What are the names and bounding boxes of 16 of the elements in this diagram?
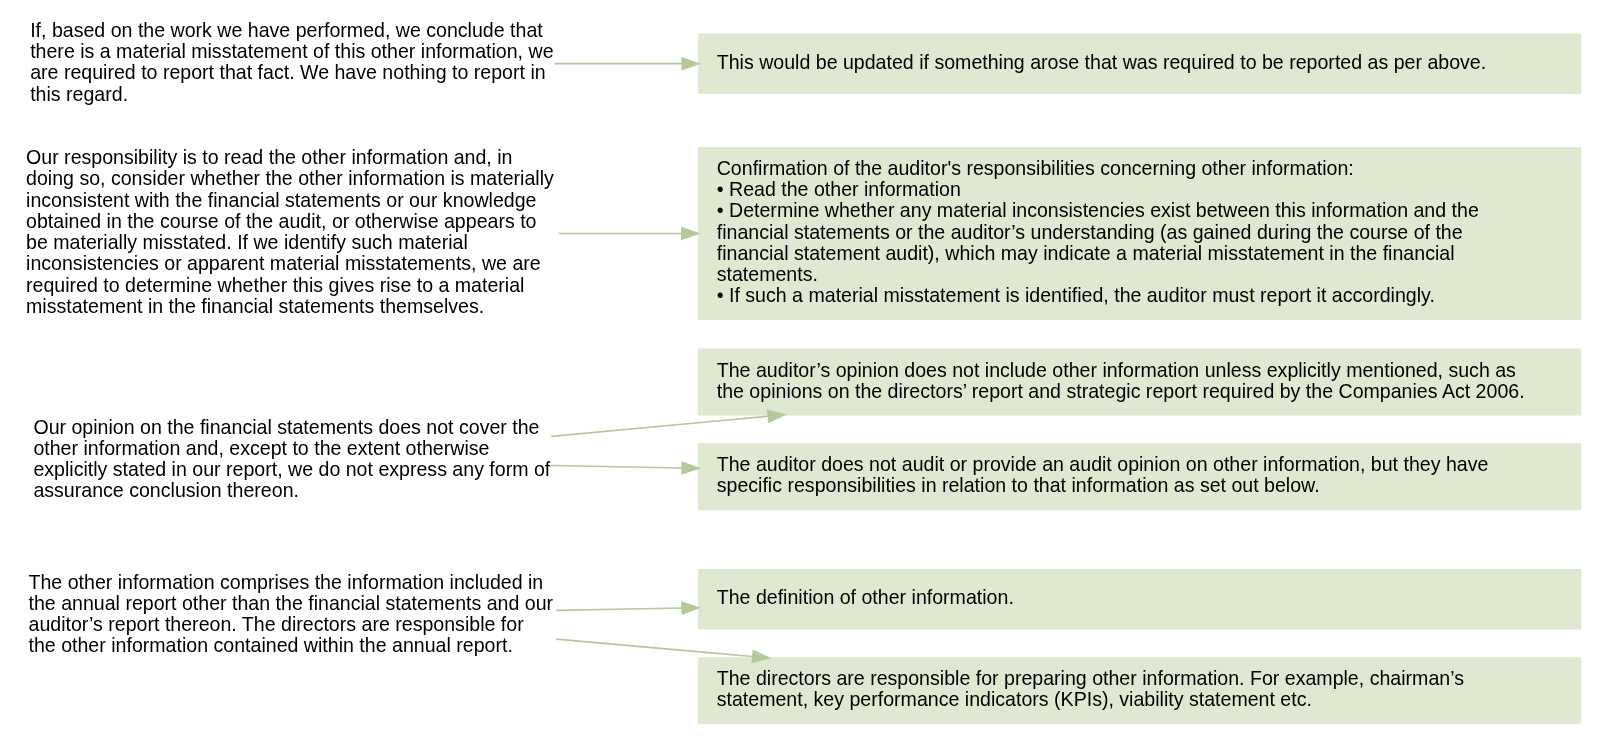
node-box: Confirmation of the auditor's responsibilities concerning other information: • Read the other information • Determine whether any material inconsistencies exist between this information and the financial statements or the auditor’s understanding (as gained during the course of the financial statement audit), which may indicate a material misstatement in the financial statements. • If such a material misstatement is identified, the auditor must report it accordingly. bbox=[697, 146, 1582, 320]
node-box: The directors are responsible for preparing other information. For example, chairman’s statement, key performance indicators (KPIs), viability statement etc. bbox=[697, 657, 1582, 725]
node-box: The auditor’s opinion does not include other information unless explicitly mentioned, such as the opinions on the directors’ report and strategic report required by the Companies Act 2006. bbox=[697, 348, 1582, 416]
arrow bbox=[555, 638, 772, 664]
node-text: If, based on the work we have performed, we conclude that there is a material misstatement of this other information, we are required to report that fact. We have nothing to report in this regard. bbox=[30, 18, 554, 105]
node-text: Our opinion on the financial statements does not cover the other information and, except to the extent otherwise explicitly stated in our report, we do not express any form of assurance conclusion thereon. bbox=[33, 415, 551, 502]
node-box: The definition of other information. bbox=[697, 569, 1582, 630]
node-text: The other information comprises the information included in the annual report other than the financial statements and our auditor’s report thereon. The directors are responsible for the other information contained within the annual report. bbox=[28, 570, 554, 657]
arrow bbox=[557, 226, 701, 241]
node-box: This would be updated if something arose that was required to be reported as per above. bbox=[697, 33, 1582, 94]
node-text: Our responsibility is to read the other information and, in doing so, consider whether the other information is materially inconsistent with the financial statements or our knowledge obtained in the course of the audit, or otherwise appears to be materially misstated. If we identify such material inconsistencies or apparent material misstatements, we are required to determine whether this gives rise to a material misstatement in the financial statements themselves. bbox=[26, 146, 554, 317]
arrow bbox=[550, 461, 702, 475]
arrow bbox=[550, 409, 787, 438]
node-box: The auditor does not audit or provide an audit opinion on other information, but they have specific responsibilities in relation to that information as set out below. bbox=[697, 443, 1582, 511]
arrow bbox=[553, 56, 701, 71]
arrow bbox=[555, 601, 701, 615]
